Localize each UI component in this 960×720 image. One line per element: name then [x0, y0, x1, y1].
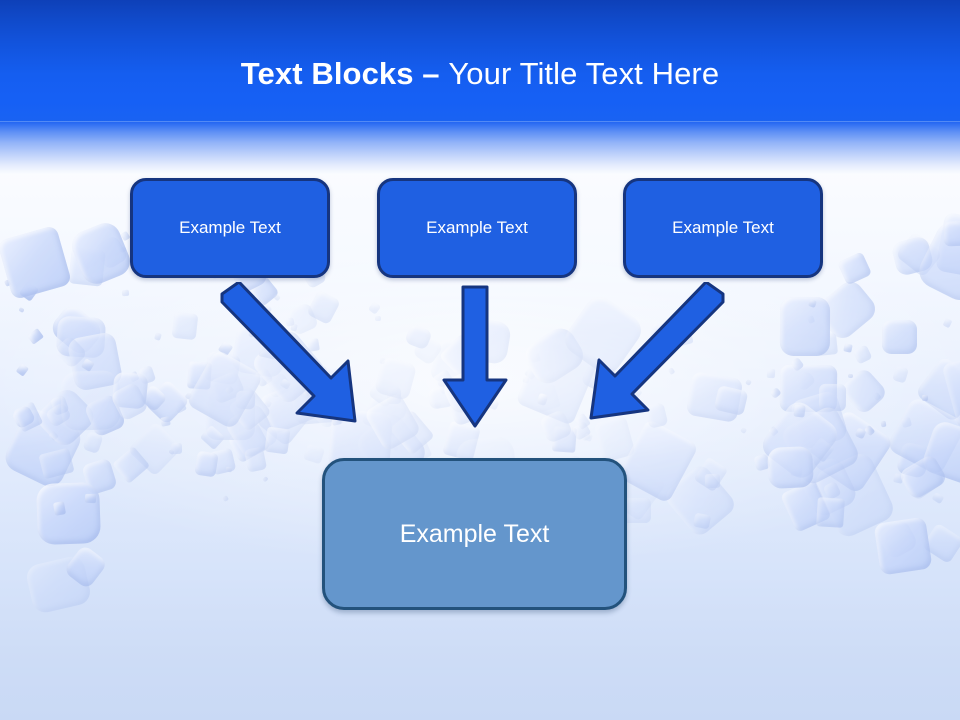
result-text-block-label: Example Text: [399, 520, 550, 548]
header-gradient-fade: [0, 122, 960, 174]
text-block-2-label: Example Text: [426, 218, 528, 237]
result-text-block[interactable]: Example Text: [322, 458, 627, 610]
text-block-1-label: Example Text: [179, 218, 281, 237]
header-banner: [0, 0, 960, 124]
text-block-3[interactable]: Example Text: [623, 178, 823, 278]
text-block-3-label: Example Text: [672, 218, 774, 237]
page-title-dash: –: [413, 56, 449, 91]
page-title-strong: Text Blocks: [240, 56, 414, 91]
page-title-rest: Your Title Text Here: [448, 56, 720, 91]
text-block-2[interactable]: Example Text: [377, 178, 577, 278]
text-block-1[interactable]: Example Text: [130, 178, 330, 278]
page-title: Text Blocks – Your Title Text Here: [0, 52, 960, 96]
